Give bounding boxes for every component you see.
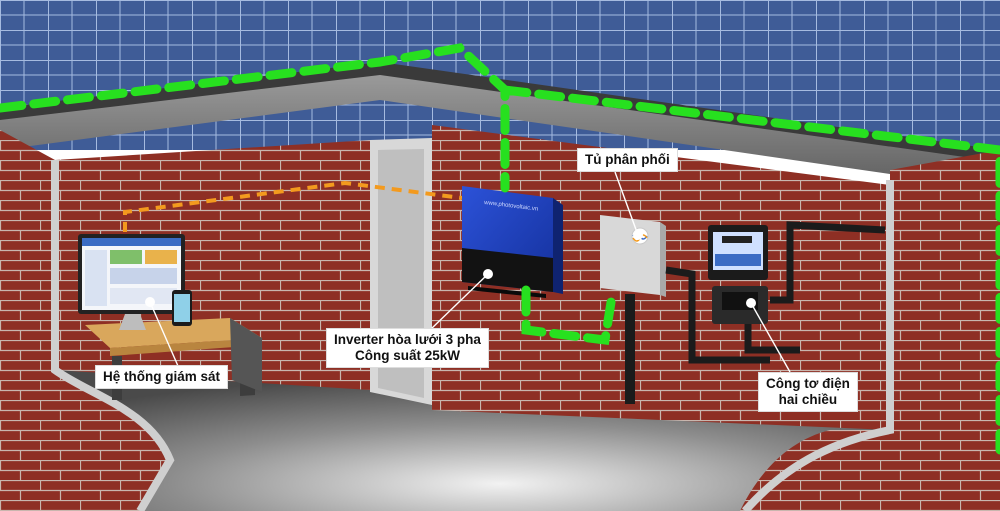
data-link-line xyxy=(123,180,463,232)
label-distribution-box: Tủ phân phối xyxy=(577,148,678,172)
label-two-way-meter: Công tơ điện hai chiều xyxy=(758,372,858,412)
label-meter-line1: Công tơ điện xyxy=(766,376,850,391)
label-inverter-line2: Công suất 25kW xyxy=(354,348,460,363)
conduits xyxy=(665,221,886,364)
label-meter-line2: hai chiều xyxy=(778,392,838,407)
inverter-icon: www.photovoltaic.vn xyxy=(462,186,563,298)
label-inverter: Inverter hòa lưới 3 pha Công suất 25kW xyxy=(326,328,489,368)
label-distribution-text: Tủ phân phối xyxy=(585,152,670,167)
distribution-box-icon xyxy=(600,215,666,404)
label-inverter-line1: Inverter hòa lưới 3 pha xyxy=(334,332,481,347)
solar-link-line xyxy=(0,43,1000,455)
phone-icon xyxy=(172,290,192,326)
pointer-lines xyxy=(149,171,791,373)
front-wall-right xyxy=(740,150,1000,511)
monitor-icon xyxy=(78,234,185,330)
label-monitoring-system: Hệ thống giám sát xyxy=(95,365,229,389)
label-monitoring-text: Hệ thống giám sát xyxy=(103,369,221,384)
pointer-dots xyxy=(145,230,756,308)
electric-meter-icon xyxy=(708,225,768,324)
